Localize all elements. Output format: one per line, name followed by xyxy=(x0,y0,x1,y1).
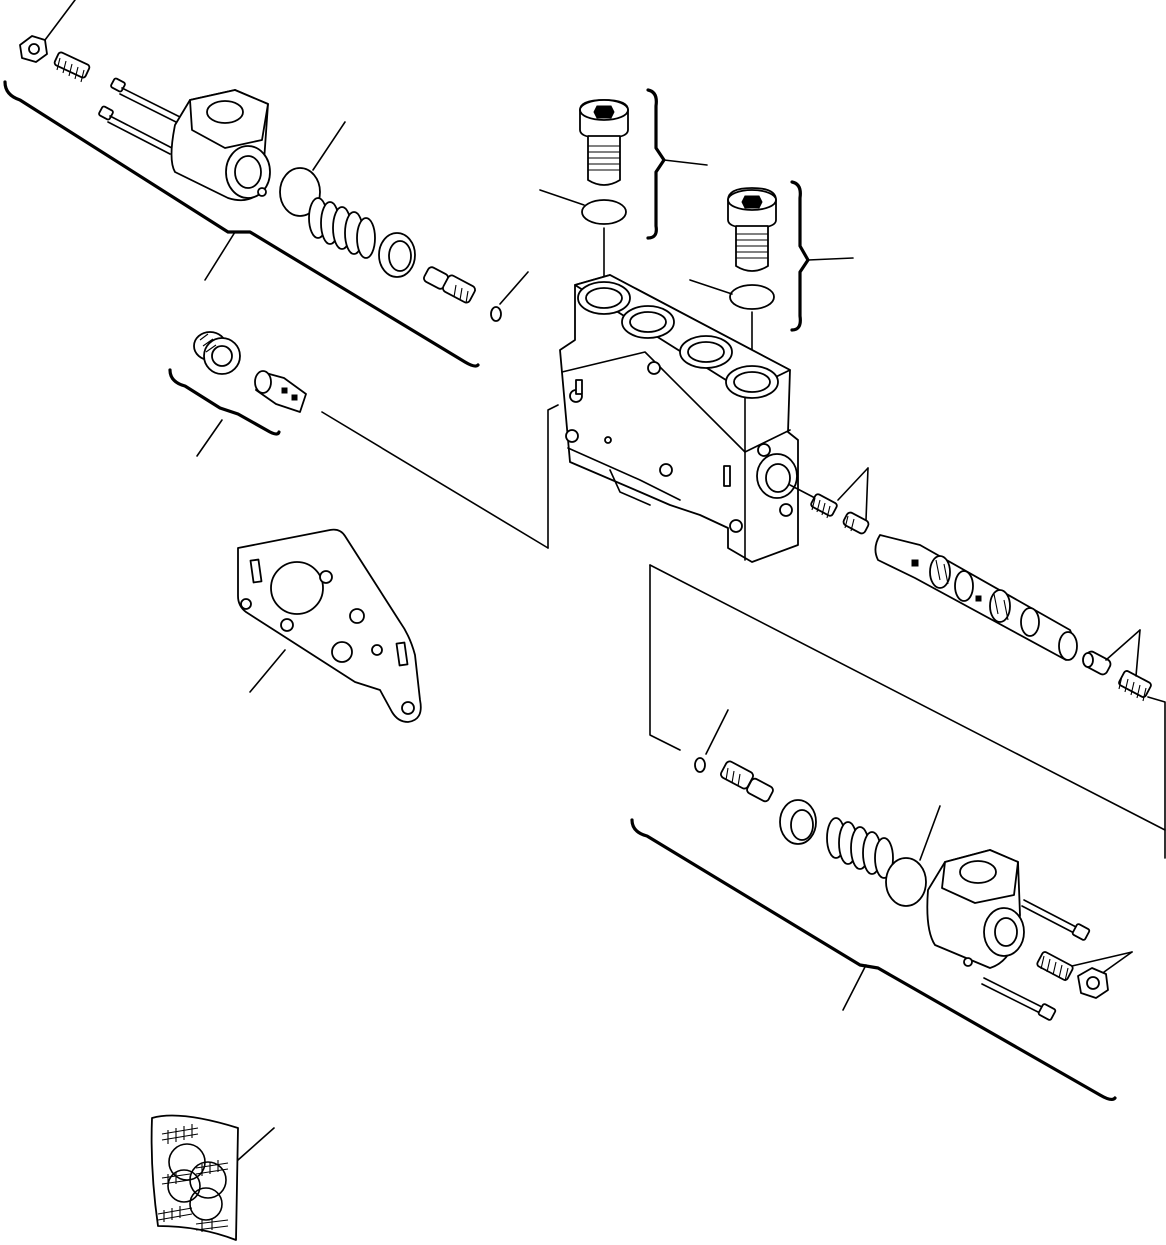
spool-group xyxy=(650,468,1165,858)
check-valve-group-leader xyxy=(197,420,222,456)
top-plug-group-1 xyxy=(540,90,707,292)
spool-spring-right-leader xyxy=(1136,630,1140,676)
check-valve-to-body-line xyxy=(322,412,548,548)
main-spool xyxy=(875,535,1077,660)
spring-seat-lower-right xyxy=(780,800,816,844)
valve-cover-upper-left xyxy=(172,90,271,200)
upper-left-group-leader xyxy=(205,232,235,280)
o-ring-plug-1-leader xyxy=(540,190,584,205)
top-plug-group-2 xyxy=(690,182,853,372)
hex-nut-lower-right xyxy=(1078,968,1108,998)
check-valve-group xyxy=(170,332,558,548)
valve-cover-lower-right xyxy=(927,850,1024,968)
set-screw-lower-right xyxy=(1036,951,1074,981)
hex-nut-lower-right-leader xyxy=(1104,952,1132,972)
o-ring-large-lower-leader xyxy=(920,806,940,860)
o-ring-plug-1 xyxy=(582,200,626,224)
poppet-lower-right xyxy=(720,760,775,803)
spool-retainer-left xyxy=(842,511,870,535)
o-ring-plug-2-leader xyxy=(690,280,732,294)
top-plug-2-bracket xyxy=(792,182,808,330)
spring-lower-right xyxy=(827,818,893,878)
valve-section-body xyxy=(560,275,815,562)
hex-nut-top-left xyxy=(20,36,47,62)
lower-right-group-leader xyxy=(843,965,866,1010)
upper-left-valve-group xyxy=(5,0,528,366)
o-ring-large-lower xyxy=(886,858,926,906)
upper-left-group-bracket xyxy=(5,82,478,366)
o-ring-plug-2 xyxy=(730,285,774,309)
poppet-upper-left xyxy=(423,266,477,304)
check-valve-body-connector xyxy=(548,405,558,548)
spool-spring-left xyxy=(810,493,838,518)
spring-upper-left xyxy=(309,198,375,258)
plug-screw-2 xyxy=(728,188,776,271)
spool-retainer-leader xyxy=(838,468,868,500)
o-ring-small-lower xyxy=(695,758,705,772)
o-ring-small-upper xyxy=(491,307,501,321)
o-ring-small-lower-leader xyxy=(706,710,728,754)
lower-right-group-bracket xyxy=(632,820,1115,1099)
cap-screw-upper xyxy=(110,78,186,126)
spool-guide-right xyxy=(1148,697,1165,858)
spool-cap-right-leader xyxy=(1106,630,1140,660)
top-plug-1-leader xyxy=(664,160,707,165)
gasket-plate xyxy=(238,530,421,722)
spool-spring-leader xyxy=(866,468,868,520)
spring-seat-upper-left xyxy=(379,233,415,277)
plug-check-valve xyxy=(194,332,240,374)
cap-screw-lower-right-lower xyxy=(982,978,1056,1021)
set-screw-lower-right-leader xyxy=(1072,952,1132,966)
check-poppet xyxy=(255,371,306,412)
plug-screw-1 xyxy=(580,100,628,185)
top-plug-2-leader xyxy=(808,258,853,260)
cap-screw-lower-right-upper xyxy=(1022,900,1090,941)
top-plug-1-bracket xyxy=(648,90,664,238)
spool-spring-right xyxy=(1118,670,1152,701)
o-ring-small-upper-leader xyxy=(500,272,528,304)
spool-cap-right xyxy=(1082,650,1112,676)
spool-guide-line xyxy=(650,565,680,750)
seal-kit-leader xyxy=(238,1128,274,1160)
cap-screw-lower xyxy=(98,106,172,154)
seal-kit-bag xyxy=(152,1116,238,1240)
gasket-leader xyxy=(250,650,285,692)
lower-right-valve-group xyxy=(632,710,1132,1099)
nut-leader-top xyxy=(45,0,75,40)
set-screw-top-left xyxy=(54,51,91,82)
spool-guide-diagonal xyxy=(650,565,1165,830)
o-ring-large-upper-leader xyxy=(313,122,345,170)
check-valve-group-bracket xyxy=(170,370,279,434)
o-ring-large-upper xyxy=(280,168,320,216)
